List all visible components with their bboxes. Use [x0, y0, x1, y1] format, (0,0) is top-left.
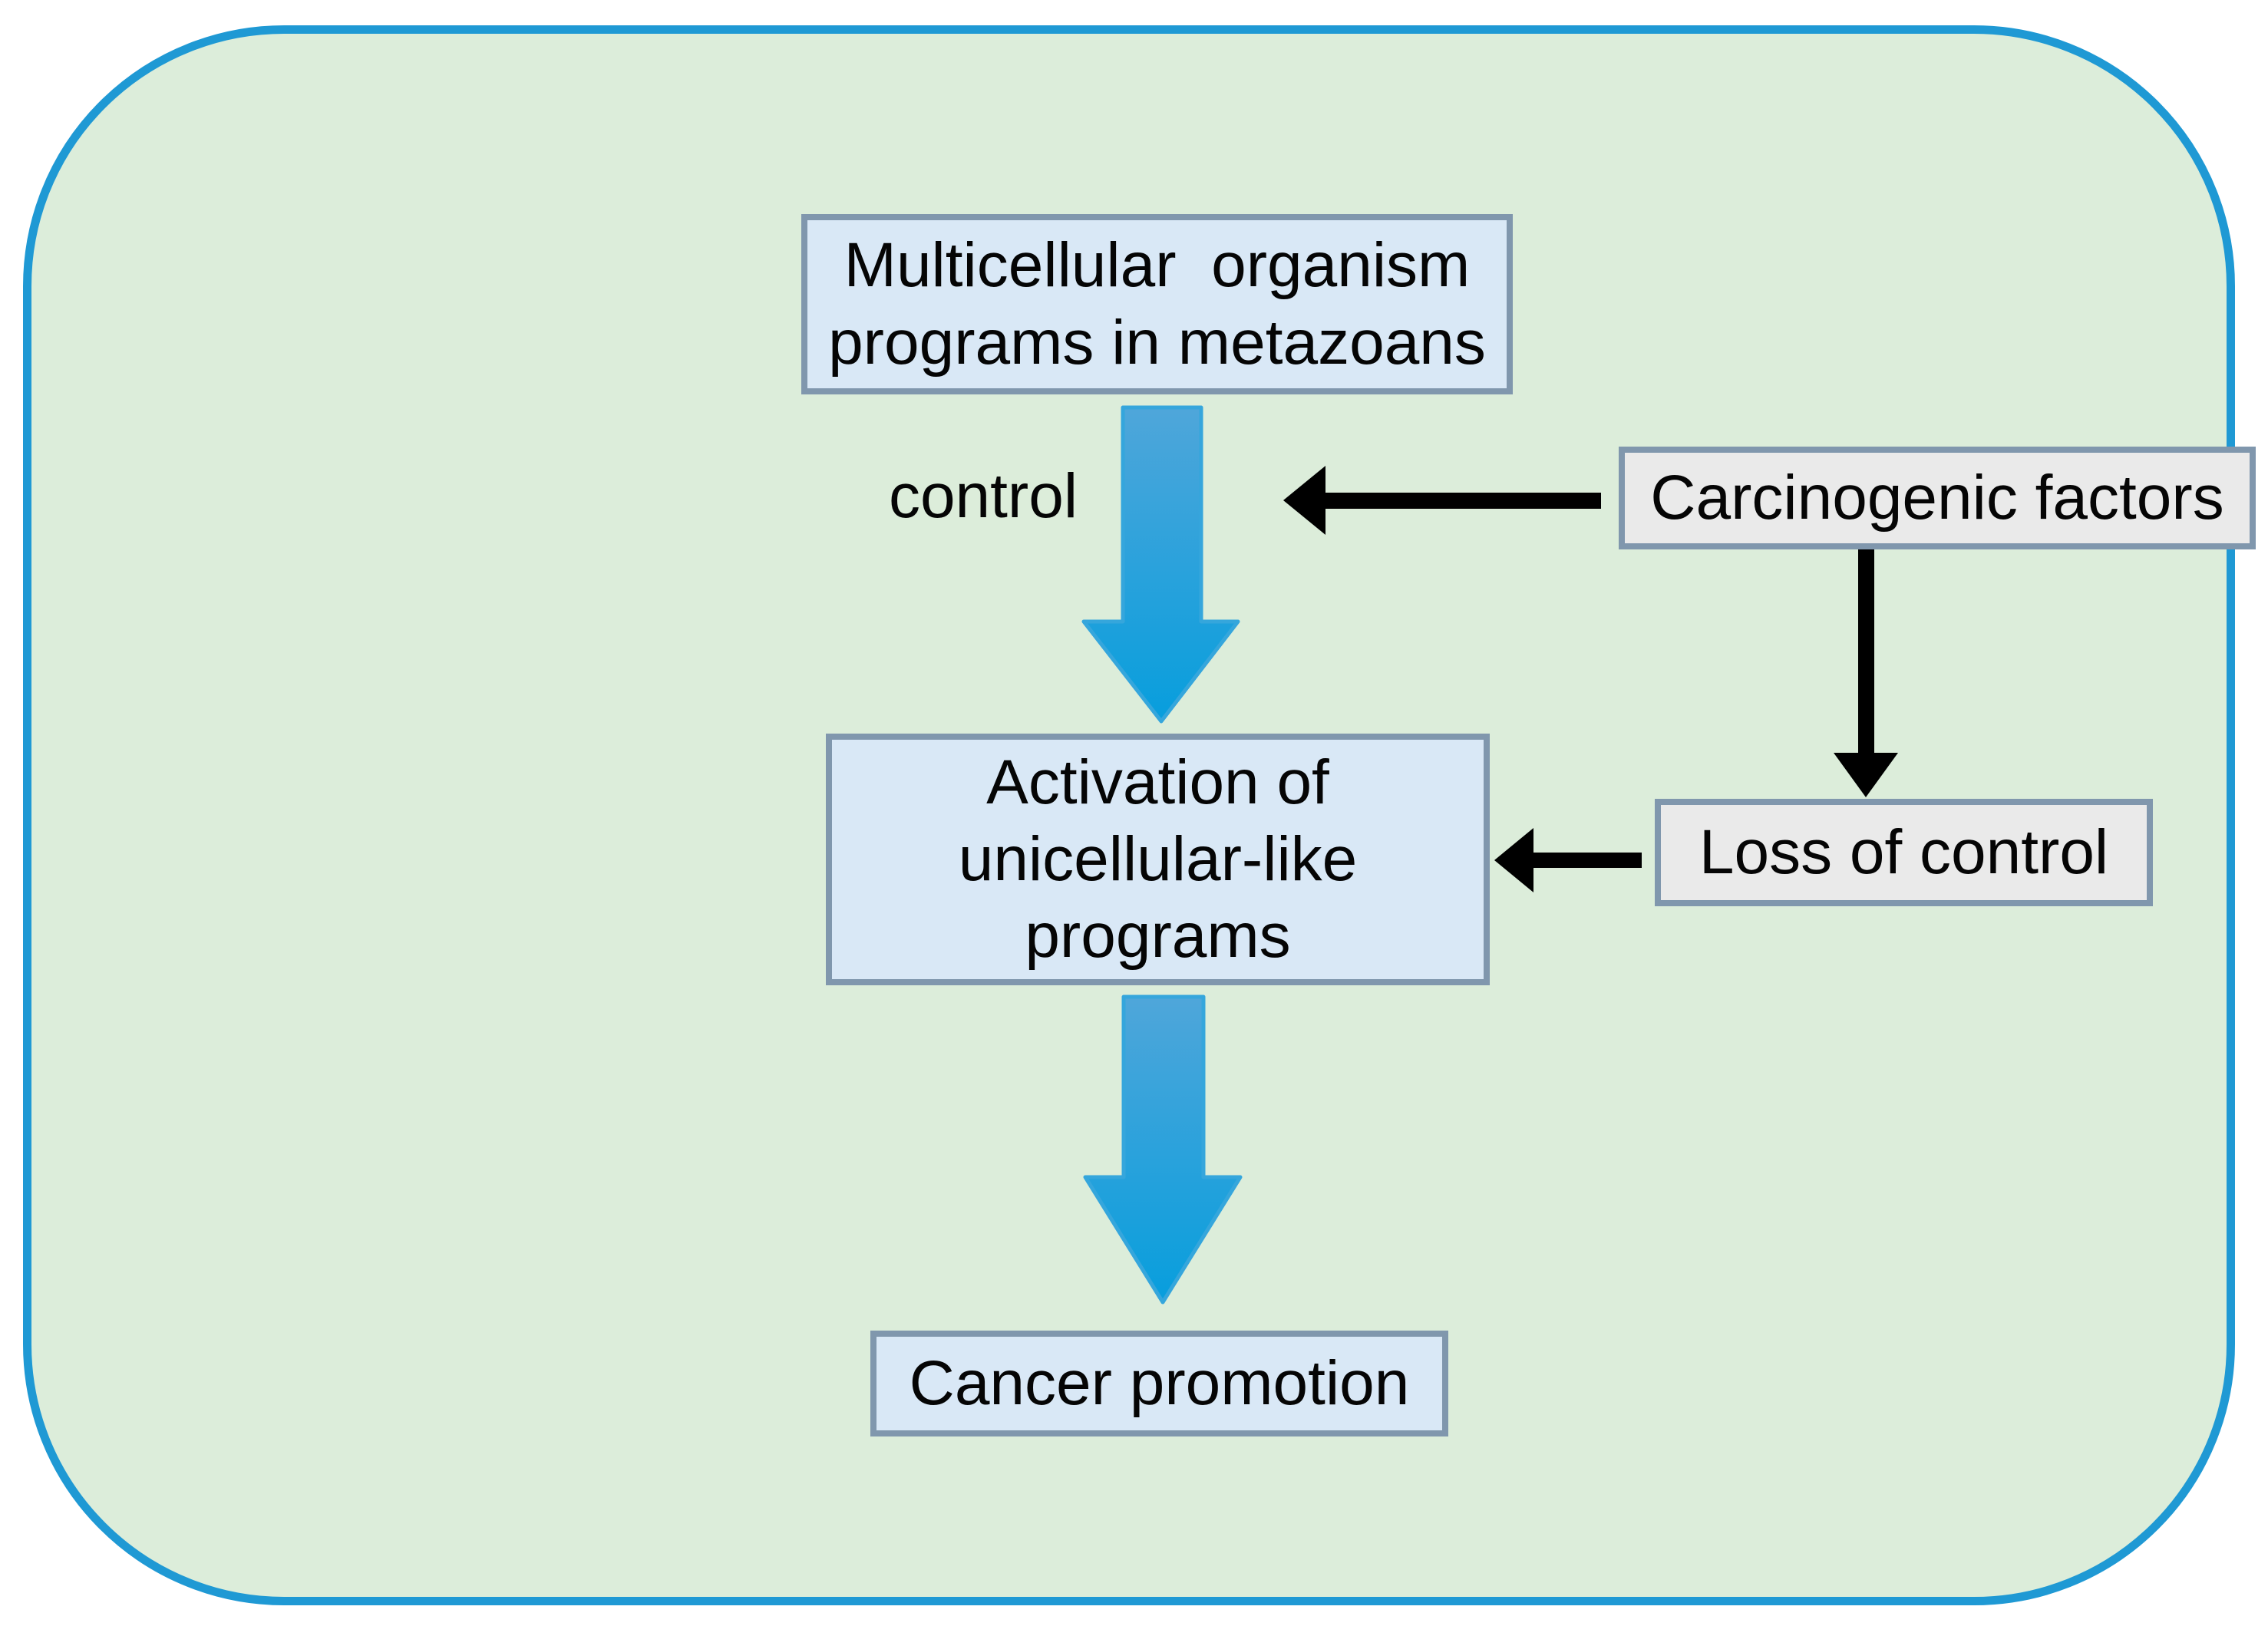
- node-text-line: programs: [1025, 901, 1291, 971]
- black-left-arrow-icon: [1283, 466, 1601, 535]
- node-cancer-promotion: Cancer promotion: [870, 1331, 1448, 1436]
- diagram-panel: Multicellular organism programs in metaz…: [23, 25, 2256, 1605]
- node-text-line: Cancer promotion: [909, 1347, 1410, 1418]
- node-text-line: Activation of: [986, 747, 1329, 817]
- node-multicellular-organism-programs: Multicellular organism programs in metaz…: [801, 214, 1513, 394]
- blue-down-arrow-shape: [1083, 994, 1243, 1305]
- node-loss-of-control: Loss of control: [1655, 799, 2153, 906]
- black-left-arrow-icon: [1494, 828, 1642, 892]
- black-left-arrow-shape: [1283, 466, 1601, 535]
- node-text-line: programs in metazoans: [828, 307, 1486, 378]
- blue-down-arrow-icon: [1081, 405, 1240, 724]
- black-down-arrow-icon: [1834, 549, 1898, 797]
- node-text-line: Multicellular organism: [843, 230, 1471, 301]
- node-text-line: Carcinogenic factors: [1650, 462, 2224, 533]
- node-text-line: unicellular-like: [958, 823, 1358, 894]
- edge-label-control: control: [888, 461, 1078, 531]
- blue-down-arrow-icon: [1083, 994, 1243, 1305]
- black-down-arrow-shape: [1834, 549, 1898, 797]
- black-left-arrow-shape: [1494, 828, 1642, 892]
- node-text-line: Loss of control: [1699, 816, 2109, 887]
- node-activation-unicellular-programs: Activation of unicellular-like programs: [826, 734, 1490, 985]
- blue-down-arrow-shape: [1081, 405, 1240, 724]
- node-carcinogenic-factors: Carcinogenic factors: [1619, 447, 2256, 549]
